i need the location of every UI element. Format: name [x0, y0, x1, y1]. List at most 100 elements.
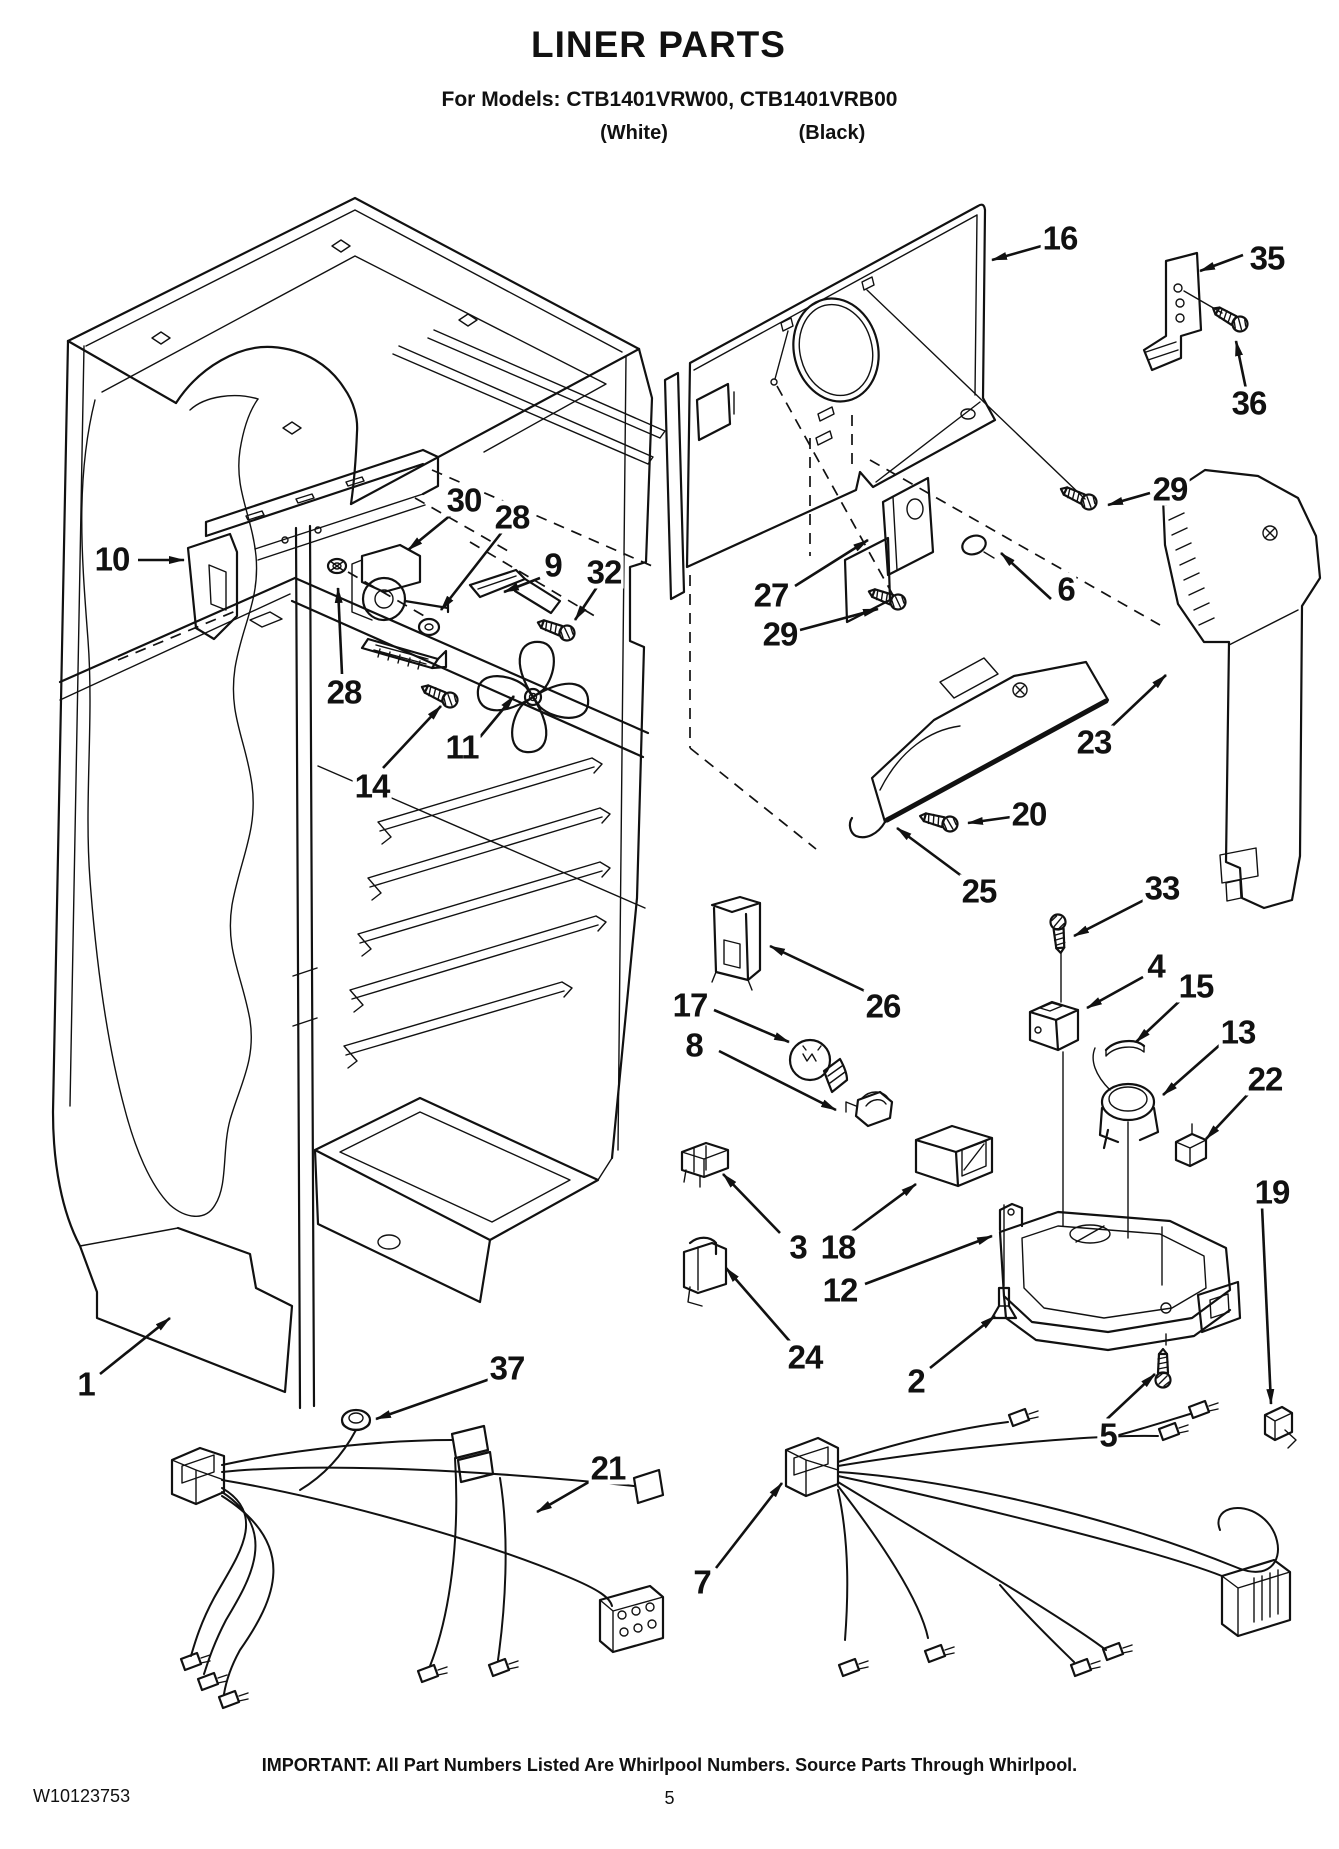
switch-22: [1176, 1124, 1206, 1166]
page-title: LINER PARTS: [531, 24, 786, 65]
callout-20: 20: [1009, 795, 1049, 833]
callout-28-b: 28: [324, 673, 364, 711]
air-duct-23: [1163, 470, 1320, 908]
leader-2: [930, 1316, 995, 1368]
leader-18: [850, 1184, 917, 1233]
leader-27: [795, 540, 869, 586]
callout-25: 25: [959, 872, 999, 910]
callout-6: 6: [1055, 570, 1077, 608]
callout-4: 4: [1145, 947, 1167, 985]
callout-29-r: 29: [1150, 470, 1190, 508]
drain-pan-12: [992, 1204, 1240, 1389]
leader-36: [1236, 340, 1246, 389]
leader-11: [480, 696, 514, 737]
defrost-timer-4: [1030, 1002, 1078, 1050]
bracket-35: [1144, 253, 1222, 370]
air-deflector-25: [850, 658, 1108, 837]
leader-29-l: [800, 609, 879, 630]
callout-36: 36: [1229, 384, 1269, 422]
leader-25: [896, 828, 963, 877]
leader-28-a: [441, 532, 502, 610]
callout-1: 1: [75, 1365, 97, 1403]
leader-22: [1206, 1091, 1251, 1139]
callout-2: 2: [905, 1362, 927, 1400]
important-note: IMPORTANT: All Part Numbers Listed Are W…: [261, 1755, 1078, 1775]
callout-10: 10: [92, 540, 132, 578]
leader-19: [1262, 1206, 1275, 1405]
callout-37: 37: [487, 1349, 527, 1387]
callout-30: 30: [444, 481, 484, 519]
white-model-label: (White): [600, 122, 668, 144]
callout-8: 8: [683, 1026, 705, 1064]
grommet-28-a: [328, 559, 346, 573]
callout-12: 12: [820, 1271, 860, 1309]
doc-number: W10123753: [33, 1786, 131, 1806]
grommet-28-b: [419, 619, 439, 635]
callout-32: 32: [584, 553, 624, 591]
leader-3: [723, 1174, 780, 1233]
callout-23: 23: [1074, 723, 1114, 761]
leader-37: [375, 1379, 490, 1419]
lamp-cover-26: [712, 897, 760, 990]
clip-24: [684, 1238, 726, 1306]
black-model-label: (Black): [798, 122, 866, 144]
leader-32: [575, 587, 597, 621]
callout-29-l: 29: [760, 615, 800, 653]
leader-33: [1073, 899, 1146, 936]
callout-15: 15: [1176, 967, 1216, 1005]
terminal-19: [1265, 1407, 1296, 1448]
leader-35: [1199, 255, 1243, 271]
clip-15: [1106, 1041, 1144, 1056]
leader-1: [100, 1318, 170, 1374]
leader-29-r: [1107, 493, 1150, 505]
callout-14: 14: [352, 767, 392, 805]
callout-27: 27: [751, 576, 791, 614]
callout-28-a: 28: [492, 498, 532, 536]
leader-15: [1136, 996, 1185, 1042]
motor-bracket-10: [188, 534, 237, 639]
page-number: 5: [664, 1788, 675, 1808]
control-parts: [1030, 912, 1296, 1448]
callout-9: 9: [542, 546, 564, 584]
plug-button-6: [960, 532, 994, 558]
callout-5: 5: [1097, 1416, 1119, 1454]
leader-5: [1107, 1374, 1155, 1419]
leader-14: [383, 706, 441, 768]
leader-23: [1109, 675, 1166, 729]
leader-4: [1086, 977, 1143, 1008]
motor-bracket-9: [362, 570, 560, 669]
callout-7: 7: [691, 1563, 713, 1601]
leader-12: [865, 1236, 993, 1284]
callout-33: 33: [1142, 869, 1182, 907]
leader-28-b: [334, 587, 342, 674]
callout-21: 21: [588, 1449, 628, 1487]
leader-24: [726, 1268, 793, 1345]
drain-tube-2: [992, 1205, 1016, 1318]
callout-3: 3: [787, 1228, 809, 1266]
callout-22: 22: [1245, 1060, 1285, 1098]
callout-24: 24: [785, 1338, 825, 1376]
callout-35: 35: [1247, 239, 1287, 277]
models-line: For Models: CTB1401VRW00, CTB1401VRB00: [441, 88, 898, 111]
callout-17: 17: [670, 986, 710, 1024]
callout-13: 13: [1218, 1013, 1258, 1051]
lamp-housing-18: [916, 1126, 992, 1186]
leader-30: [408, 514, 452, 550]
callout-18: 18: [818, 1228, 858, 1266]
leader-13: [1163, 1043, 1222, 1095]
leader-20: [967, 817, 1011, 825]
leader-7: [716, 1483, 782, 1568]
callout-16: 16: [1040, 219, 1080, 257]
callout-11: 11: [443, 728, 481, 766]
leader-9: [503, 578, 540, 592]
leader-6: [1001, 553, 1051, 599]
callout-26: 26: [863, 987, 903, 1025]
leader-21: [536, 1479, 594, 1512]
callout-19: 19: [1252, 1173, 1292, 1211]
clip-3: [682, 1143, 728, 1187]
shelf-rails: [344, 758, 610, 1068]
leader-8: [719, 1051, 837, 1110]
